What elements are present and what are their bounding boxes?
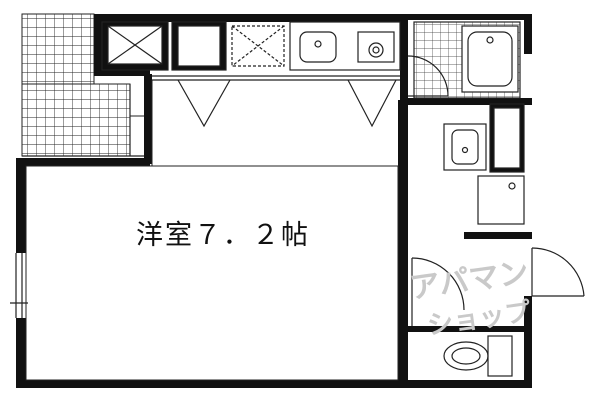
room-door: [411, 257, 465, 326]
walls: [16, 14, 532, 388]
bathroom: [407, 21, 521, 99]
wash-area: [443, 103, 525, 225]
main-room: [25, 165, 399, 381]
balcony: [21, 13, 148, 157]
window: [10, 253, 28, 318]
room-label: 洋室７．２帖: [136, 220, 310, 251]
closet-marks: [177, 79, 397, 128]
entrance-door: [531, 247, 585, 297]
toilet: [443, 335, 513, 377]
kitchen-counter: [101, 21, 401, 81]
